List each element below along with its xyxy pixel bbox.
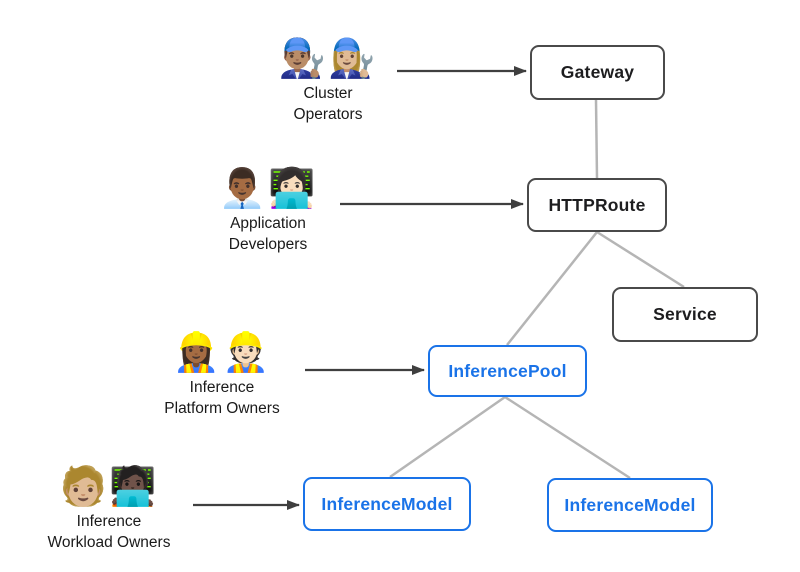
cluster-operators-emoji-icon: 👨🏽‍🔧👩🏼‍🔧 <box>278 38 378 80</box>
connector-httproute-service <box>596 230 685 289</box>
connector-gateway-httproute <box>594 99 599 179</box>
node-inferencepool-label: InferencePool <box>448 360 567 381</box>
node-inferencemodel-right: InferenceModel <box>547 478 713 532</box>
inference-workload-owners-label: Inference Workload Owners <box>0 511 219 553</box>
persona-inference-platform-owners: 👷🏾‍♀️👷🏻 Inference Platform Owners <box>112 330 332 419</box>
node-gateway: Gateway <box>530 45 665 100</box>
application-developers-emoji-icon: 👨🏾‍💼👩🏻‍💻 <box>218 168 318 210</box>
cluster-operators-label-line1: Cluster <box>303 85 353 102</box>
persona-application-developers: 👨🏾‍💼👩🏻‍💻 Application Developers <box>158 166 378 255</box>
connector-httproute-inferencepool <box>506 231 598 346</box>
persona-cluster-operators: 👨🏽‍🔧👩🏼‍🔧 Cluster Operators <box>218 36 438 125</box>
node-service-label: Service <box>653 304 717 324</box>
inference-workload-owners-label-line1: Inference <box>76 513 142 530</box>
connector-inferencepool-inferencemodel-right <box>504 395 631 480</box>
node-httproute: HTTPRoute <box>527 178 667 232</box>
cluster-operators-label: Cluster Operators <box>218 83 438 125</box>
inference-workload-owners-emoji-icon: 🧑🏼🧑🏿‍💻 <box>59 466 159 508</box>
node-inferencepool: InferencePool <box>428 345 587 397</box>
node-gateway-label: Gateway <box>560 62 635 82</box>
inference-platform-owners-emoji-icon: 👷🏾‍♀️👷🏻 <box>172 332 272 374</box>
inference-workload-owners-label-line2: Workload Owners <box>47 534 171 551</box>
node-httproute-label: HTTPRoute <box>548 194 646 215</box>
node-inferencemodel-left: InferenceModel <box>303 477 471 531</box>
connector-inferencepool-inferencemodel-left <box>389 395 506 479</box>
application-developers-label: Application Developers <box>158 213 378 255</box>
inference-platform-owners-label-line1: Inference <box>189 379 255 396</box>
application-developers-label-line1: Application <box>230 215 306 232</box>
persona-inference-workload-owners: 🧑🏼🧑🏿‍💻 Inference Workload Owners <box>0 464 219 553</box>
node-inferencemodel-right-label: InferenceModel <box>564 494 696 515</box>
inference-platform-owners-label: Inference Platform Owners <box>112 377 332 419</box>
node-service: Service <box>612 287 758 342</box>
cluster-operators-label-line2: Operators <box>293 106 363 123</box>
inference-platform-owners-label-line2: Platform Owners <box>164 400 280 417</box>
node-inferencemodel-left-label: InferenceModel <box>321 493 453 514</box>
application-developers-label-line2: Developers <box>228 236 308 253</box>
